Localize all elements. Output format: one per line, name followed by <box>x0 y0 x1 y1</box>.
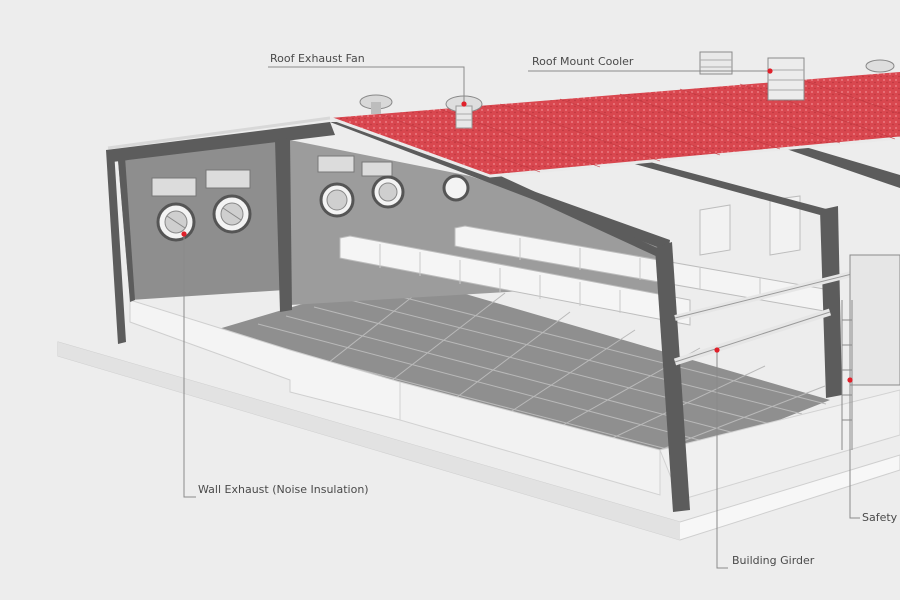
label-building-girder: Building Girder <box>732 554 815 567</box>
marker-building-girder <box>714 347 720 353</box>
label-wall-exhaust: Wall Exhaust (Noise Insulation) <box>198 483 369 496</box>
side-wall <box>118 135 285 302</box>
low-front-walls <box>129 299 900 501</box>
leader-wall-exhaust <box>183 234 196 498</box>
wall-louvers <box>151 155 393 197</box>
safety-equipment <box>841 254 900 450</box>
foundation-slab <box>57 341 900 541</box>
leader-safety <box>849 380 860 519</box>
leader-building-girder <box>716 350 728 569</box>
roof-panel <box>107 72 900 178</box>
marker-wall-exhaust <box>181 231 187 237</box>
leader-roof-exhaust-fan <box>268 66 465 104</box>
marker-safety <box>847 377 853 383</box>
marker-roof-mount-cooler <box>767 68 773 74</box>
callout-leaders <box>183 66 860 569</box>
label-safety: Safety <box>862 511 898 524</box>
label-roof-mount-cooler: Roof Mount Cooler <box>532 55 634 68</box>
label-roof-exhaust-fan: Roof Exhaust Fan <box>270 52 365 65</box>
marker-roof-exhaust-fan <box>461 101 467 107</box>
roof-exhaust-fans <box>359 59 895 129</box>
callout-markers <box>181 68 853 383</box>
roof-mount-coolers <box>699 51 805 101</box>
wall-exhaust-fans <box>156 174 470 242</box>
steel-frame <box>106 122 900 512</box>
